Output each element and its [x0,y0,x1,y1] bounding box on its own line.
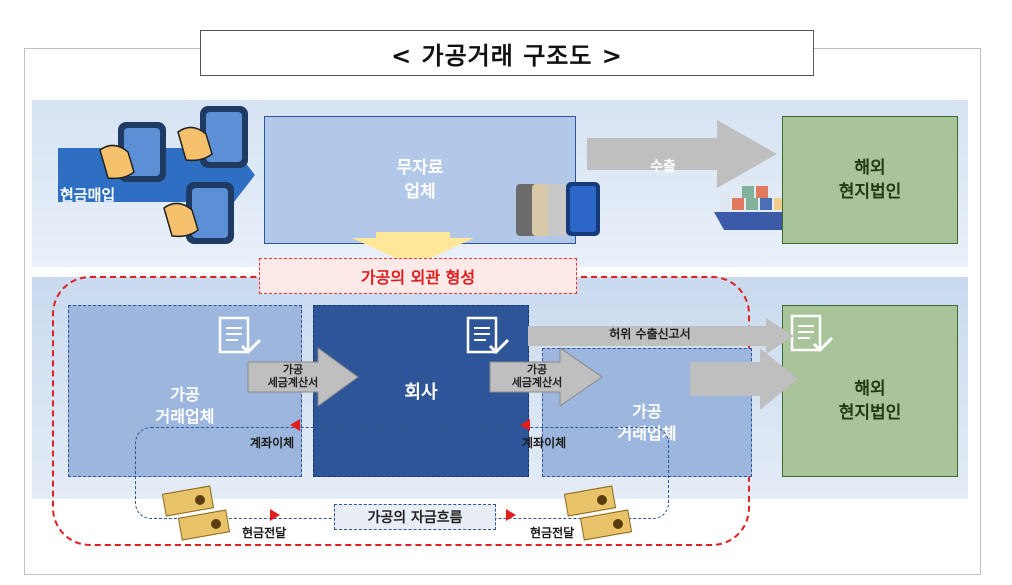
cash-delivery-right-label: 현금전달 [530,526,575,540]
transfer-arrowhead-right [520,419,530,431]
diagram-title: < 가공거래 구조도 > [200,30,814,76]
overseas-top-line1: 해외 [854,158,886,178]
invoice2-line1: 가공 [526,363,548,376]
export-label: 수출 [650,159,676,175]
fund-flow-label: 가공의 자금흐름 [334,504,496,530]
cash-arrowhead-right [506,509,516,521]
overseas-bot-line1: 해외 [854,379,886,399]
overseas-subsidiary-bottom: 해외 현지법인 [782,305,958,477]
invoice-arrow-2 [489,347,603,407]
invoice1-line1: 가공 [282,363,304,376]
document-check-icon [466,316,510,355]
cash-delivery-left-label: 현금전달 [242,526,287,540]
overseas-top-line2: 현지법인 [838,182,902,202]
left-vendor-line1: 가공 [170,385,200,404]
invoice-arrow-1 [247,347,359,407]
appearance-formation-label: 가공의 외관 형성 [259,258,577,294]
cargo-ship-icon [714,186,798,230]
smartphones-icon [516,182,600,236]
export-arrow [587,120,777,188]
cash-purchase-graphic [58,106,255,244]
export-arrow-bottom [690,348,798,410]
company-label: 회사 [404,382,438,403]
false-export-label: 허위 수출신고서 [609,327,691,341]
cash-bundle-icon [161,485,231,541]
document-check-icon [218,316,262,355]
cash-purchase-label: 현금매입 [60,186,116,204]
document-check-icon [790,314,834,353]
transfer-left-label: 계좌이체 [250,436,295,450]
phone-hand-icon [163,182,234,244]
transfer-right-label: 계좌이체 [522,436,567,450]
invoice2-label: 가공 세금계산서 [494,363,580,389]
nomaterial-line1: 무자료 [396,158,444,178]
phone-hand-icon [99,122,166,182]
invoice1-line2: 세금계산서 [267,376,319,389]
invoice2-line2: 세금계산서 [511,376,563,389]
false-export-arrow [528,318,794,354]
right-vendor-line1: 가공 [632,401,662,421]
phone-hand-icon [177,106,248,168]
nomaterial-line2: 업체 [404,182,436,202]
cash-bundle-icon [563,485,633,541]
overseas-bot-line2: 현지법인 [838,403,902,423]
left-vendor-line2: 거래업체 [155,407,215,426]
transfer-arrowhead-left [290,419,300,431]
overseas-subsidiary-top: 해외 현지법인 [782,116,958,244]
down-arrow [352,232,474,266]
invoice1-label: 가공 세금계산서 [250,363,336,389]
cash-arrowhead-left [270,509,280,521]
